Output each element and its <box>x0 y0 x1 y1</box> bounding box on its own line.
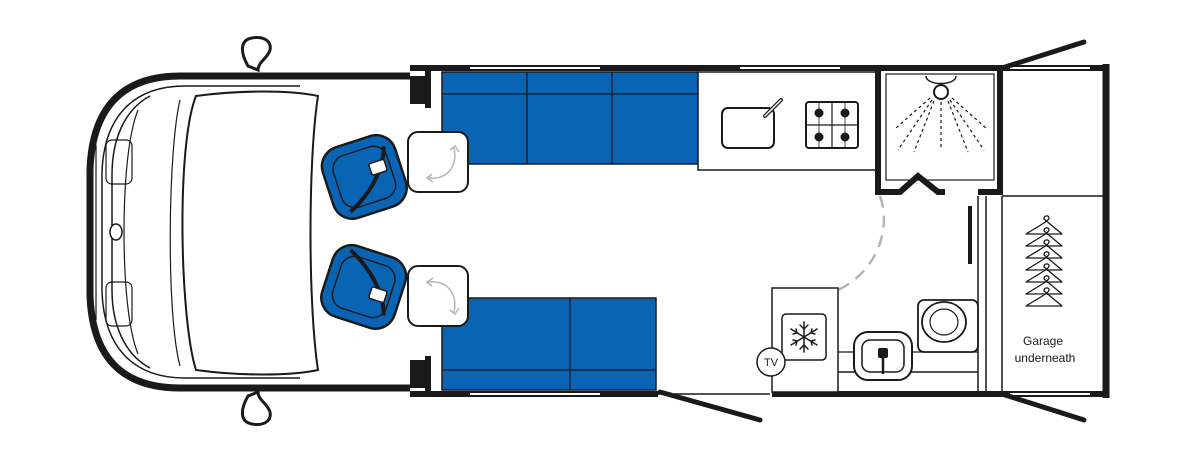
kitchen-unit <box>697 71 879 171</box>
hob-burner-icon <box>805 101 859 149</box>
swivel-base-top <box>407 131 469 193</box>
snowflake-icon <box>790 321 818 353</box>
garage-label-line1: Garage <box>1023 334 1063 348</box>
toilet <box>917 299 979 353</box>
lower-sofa <box>441 297 657 391</box>
garage-label-line2: underneath <box>1015 351 1076 365</box>
washroom <box>838 196 979 392</box>
driver-seat <box>320 133 408 220</box>
badge <box>109 223 123 241</box>
mirror-top <box>241 36 272 73</box>
rotate-arrow-icon <box>427 281 456 313</box>
passenger-seat <box>320 243 408 330</box>
door-swing <box>837 195 886 292</box>
upper-sofa <box>441 71 699 165</box>
rotate-arrow-icon <box>427 147 456 179</box>
wardrobe-garage: Garage underneath <box>985 195 1106 392</box>
cab <box>86 36 428 426</box>
tv-label: TV <box>764 357 779 369</box>
side-door <box>656 389 772 423</box>
mirror-bottom <box>241 389 272 426</box>
swivel-base-bottom <box>407 265 469 327</box>
windscreen <box>181 90 320 376</box>
shower-room <box>875 68 1003 195</box>
shower-head-icon <box>895 75 987 153</box>
kitchen-sink <box>721 107 775 149</box>
fridge-unit <box>771 287 839 393</box>
hanger-icon <box>1025 215 1063 307</box>
tv-marker: TV <box>756 347 786 377</box>
rear-doors <box>999 39 1087 423</box>
